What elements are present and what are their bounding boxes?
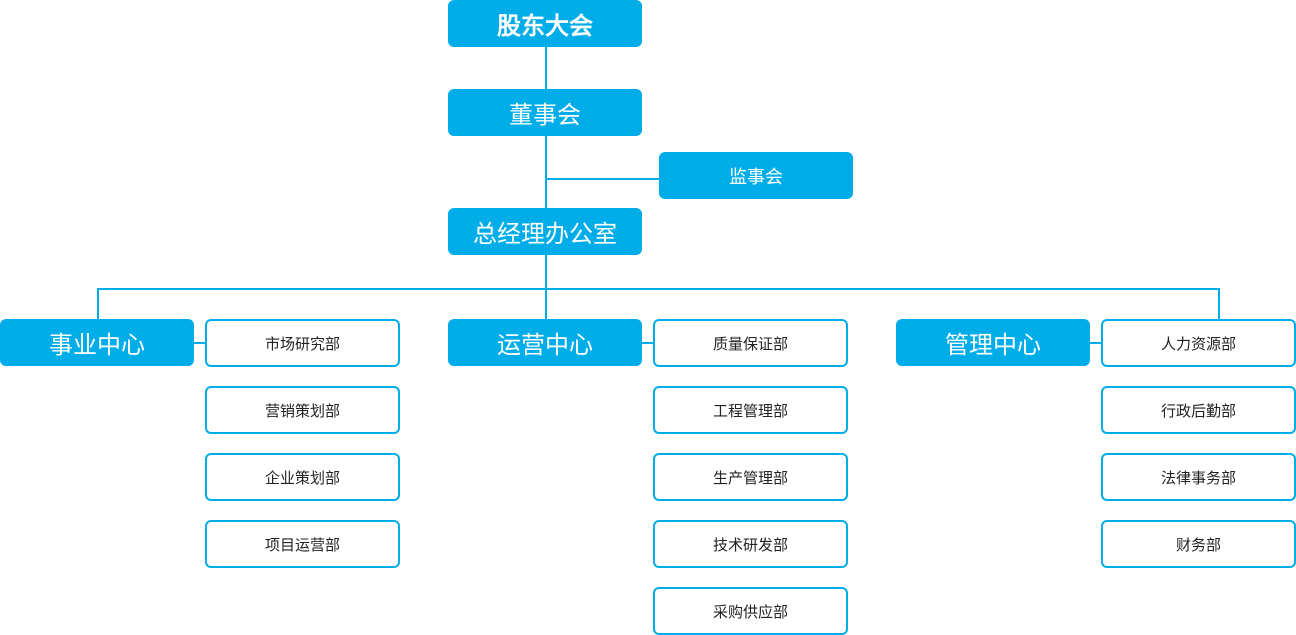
connector-operations-depts <box>642 342 654 344</box>
department-box: 企业策划部 <box>205 453 400 501</box>
department-box: 法律事务部 <box>1101 453 1296 501</box>
department-box: 技术研发部 <box>653 520 848 568</box>
business-center-box: 事业中心 <box>0 319 194 366</box>
board-of-supervisors-box: 监事会 <box>659 152 853 199</box>
department-box: 质量保证部 <box>653 319 848 367</box>
connector-supervisors <box>545 178 659 180</box>
connector-board-gm-office <box>545 136 547 208</box>
department-box: 工程管理部 <box>653 386 848 434</box>
department-box: 采购供应部 <box>653 587 848 635</box>
department-box: 营销策划部 <box>205 386 400 434</box>
connector-gm-office-down <box>545 255 547 319</box>
department-box: 人力资源部 <box>1101 319 1296 367</box>
connector-shareholders-board <box>545 47 547 89</box>
shareholders-meeting-box: 股东大会 <box>448 0 642 47</box>
department-box: 市场研究部 <box>205 319 400 367</box>
management-center-box: 管理中心 <box>896 319 1090 366</box>
connector-business-depts <box>194 342 206 344</box>
department-box: 行政后勤部 <box>1101 386 1296 434</box>
department-box: 财务部 <box>1101 520 1296 568</box>
department-box: 生产管理部 <box>653 453 848 501</box>
gm-office-box: 总经理办公室 <box>448 208 642 255</box>
connector-management-drop <box>1218 288 1220 319</box>
operations-center-box: 运营中心 <box>448 319 642 366</box>
board-of-directors-box: 董事会 <box>448 89 642 136</box>
department-box: 项目运营部 <box>205 520 400 568</box>
connector-centers-bar <box>97 288 1220 290</box>
connector-management-depts <box>1090 342 1102 344</box>
connector-business-drop <box>97 288 99 319</box>
